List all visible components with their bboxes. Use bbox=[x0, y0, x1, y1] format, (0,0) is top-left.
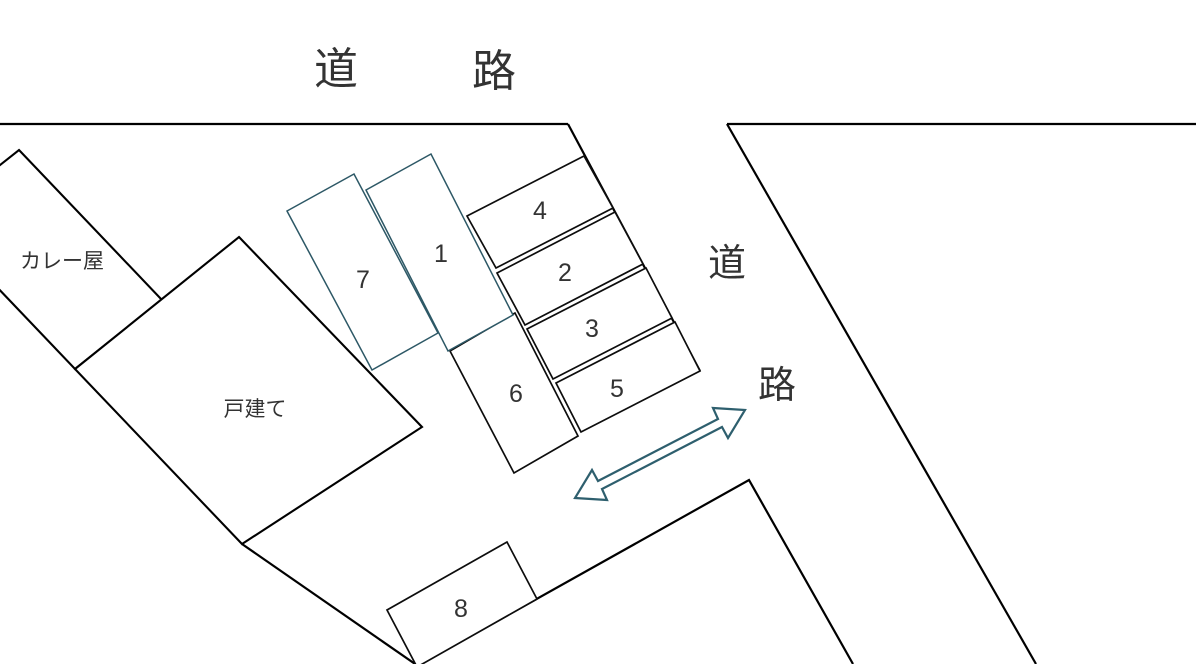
plot-7-number: 7 bbox=[356, 266, 370, 294]
plot-3-outline bbox=[525, 266, 674, 381]
text-labels: 道 路 道 路 カレー屋 戸建て 1 2 3 4 5 6 7 8 bbox=[20, 45, 796, 623]
plot-8-number: 8 bbox=[454, 595, 468, 623]
black-plots bbox=[385, 154, 702, 664]
plot-4-outline bbox=[465, 154, 615, 270]
plot-6-number: 6 bbox=[509, 380, 523, 408]
plot-3-number: 3 bbox=[585, 315, 599, 343]
double-arrow-icon bbox=[573, 406, 747, 502]
plot-8-outline bbox=[385, 540, 539, 664]
plot-4-number: 4 bbox=[533, 197, 547, 225]
plot-2-number: 2 bbox=[558, 259, 572, 287]
plot-1-outline bbox=[365, 152, 514, 353]
plot-1-number: 1 bbox=[434, 240, 448, 268]
teal-plots bbox=[285, 152, 514, 372]
southwest-boundary bbox=[241, 543, 418, 664]
house-label: 戸建て bbox=[224, 398, 287, 421]
right-road-diagonal bbox=[726, 123, 1037, 664]
plot-5-number: 5 bbox=[610, 375, 624, 403]
plot-7-outline bbox=[285, 172, 440, 372]
road-top-label-1: 道 bbox=[314, 45, 358, 94]
curry-shop-label: カレー屋 bbox=[20, 250, 104, 273]
plot-2-outline bbox=[495, 210, 645, 327]
house-building bbox=[73, 235, 424, 546]
road-right-label-1: 道 bbox=[708, 243, 746, 285]
road-right-label-2: 路 bbox=[758, 365, 796, 407]
plot-5-outline bbox=[554, 320, 702, 434]
road-top-label-2: 路 bbox=[472, 47, 516, 96]
buildings bbox=[0, 148, 424, 546]
